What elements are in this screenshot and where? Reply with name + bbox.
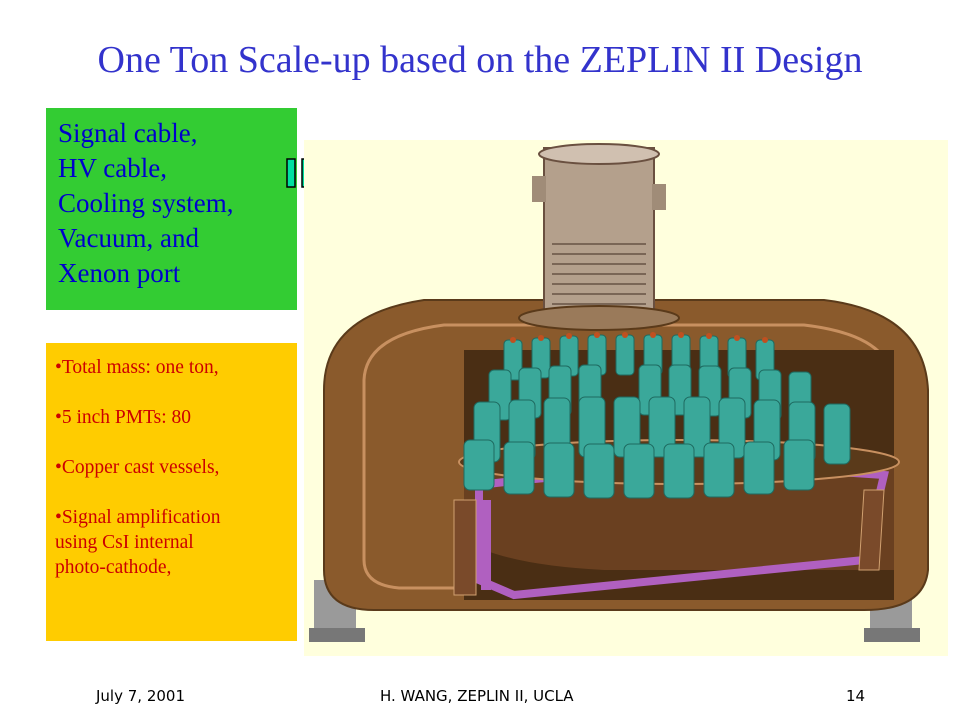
- detector-cutaway-figure: [304, 140, 948, 656]
- bullet-item: •Signal amplification: [55, 507, 221, 528]
- bullet-item: •5 inch PMTs: 80: [55, 407, 192, 428]
- slide-title: One Ton Scale-up based on the ZEPLIN II …: [97, 39, 863, 81]
- bullet-item: using CsI internal: [55, 532, 194, 553]
- callout-line: HV cable,: [58, 153, 167, 183]
- callout-line: Xenon port: [58, 258, 181, 288]
- bullet-item: •Total mass: one ton,: [55, 357, 219, 378]
- bullet-item: •Copper cast vessels,: [55, 457, 220, 478]
- specs-bullet-box: •Total mass: one ton, •5 inch PMTs: 80 •…: [46, 343, 297, 641]
- footer-date: July 7, 2001: [96, 687, 185, 705]
- callout-line: Signal cable,: [58, 118, 198, 148]
- callout-line: Vacuum, and: [58, 223, 199, 253]
- bullet-item: photo-cathode,: [55, 557, 172, 578]
- footer-page-number: 14: [846, 687, 866, 705]
- footer-presenter: H. WANG, ZEPLIN II, UCLA: [380, 687, 574, 705]
- callout-line: Cooling system,: [58, 188, 234, 218]
- ports-callout-box: Signal cable, HV cable, Cooling system, …: [46, 108, 297, 310]
